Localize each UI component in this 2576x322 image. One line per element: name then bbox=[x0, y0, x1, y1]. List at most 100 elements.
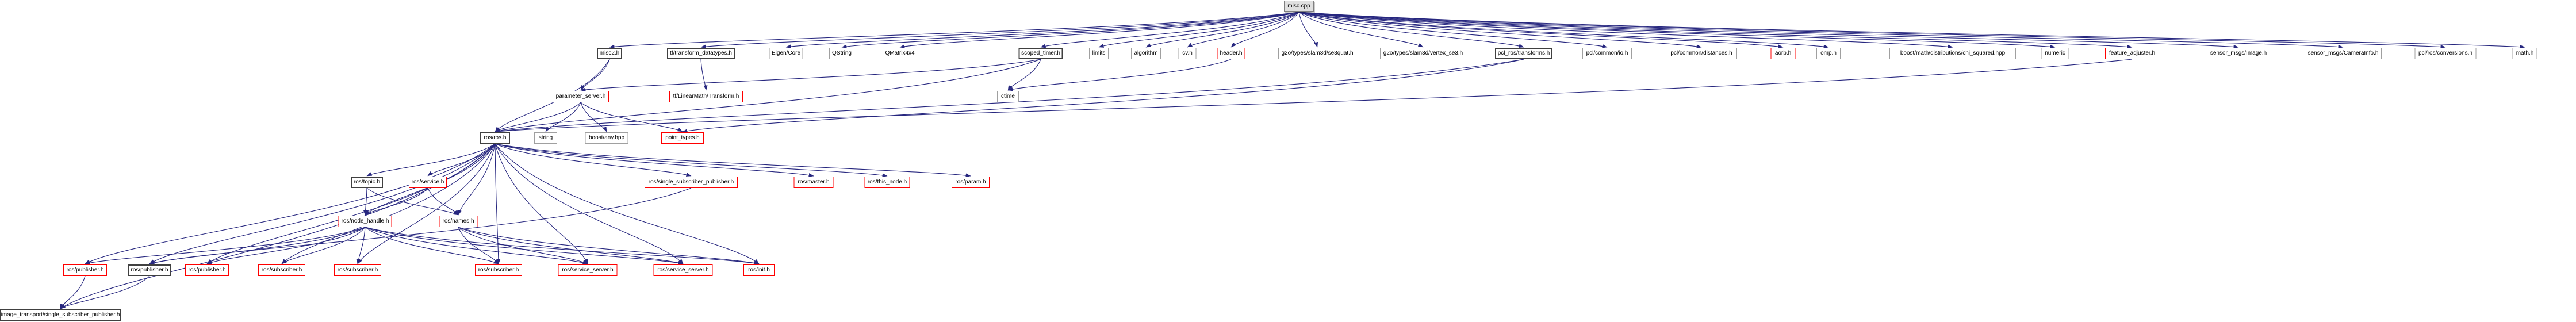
graph-node[interactable]: misc2.h bbox=[597, 48, 622, 59]
graph-edge bbox=[1298, 12, 1702, 49]
graph-edge bbox=[580, 102, 607, 132]
graph-node[interactable]: ros/publisher.h bbox=[185, 264, 229, 276]
graph-edge bbox=[545, 102, 581, 132]
graph-node[interactable]: ros/init.h bbox=[743, 264, 775, 276]
graph-node[interactable]: ros/node_handle.h bbox=[338, 216, 392, 227]
graph-node[interactable]: point_types.h bbox=[661, 132, 704, 144]
graph-node[interactable]: QMatrix4x4 bbox=[883, 48, 917, 59]
graph-edge bbox=[1040, 12, 1300, 48]
graph-edge bbox=[1298, 12, 1424, 48]
graph-edge bbox=[458, 227, 499, 264]
graph-node[interactable]: numeric bbox=[2041, 48, 2069, 59]
graph-edge bbox=[206, 227, 366, 264]
graph-edge bbox=[494, 143, 814, 177]
graph-node[interactable]: ros/subscriber.h bbox=[334, 264, 381, 276]
graph-edge bbox=[458, 227, 684, 264]
graph-node[interactable]: boost/math/distributions/chi_squared.hpp bbox=[1889, 48, 2016, 59]
graph-node[interactable]: pcl/common/distances.h bbox=[1666, 48, 1737, 59]
graph-node[interactable]: pcl/common/io.h bbox=[1582, 48, 1632, 59]
graph-edge bbox=[1298, 12, 1953, 49]
graph-node[interactable]: header.h bbox=[1217, 48, 1245, 59]
graph-edge bbox=[427, 143, 496, 177]
graph-edge bbox=[1298, 12, 1829, 49]
graph-edge bbox=[580, 59, 1041, 92]
graph-node[interactable]: boost/any.hpp bbox=[585, 132, 628, 144]
graph-node[interactable]: g2o/types/slam3d/se3quat.h bbox=[1278, 48, 1356, 59]
graph-node[interactable]: ros/this_node.h bbox=[864, 177, 910, 188]
graph-node[interactable]: ros/subscriber.h bbox=[475, 264, 522, 276]
graph-edge bbox=[494, 143, 588, 264]
graph-edge bbox=[1298, 12, 2525, 49]
graph-edge bbox=[1298, 12, 2446, 49]
graph-node[interactable]: ros/names.h bbox=[439, 216, 478, 227]
graph-node[interactable]: tf/transform_datatypes.h bbox=[667, 48, 735, 59]
graph-node[interactable]: string bbox=[534, 132, 557, 144]
graph-edge bbox=[494, 143, 501, 264]
graph-edge bbox=[494, 102, 581, 132]
graph-node[interactable]: scoped_timer.h bbox=[1018, 48, 1063, 59]
graph-edge bbox=[85, 143, 496, 264]
graph-node[interactable]: pcl/ros/conversions.h bbox=[2414, 48, 2477, 59]
graph-edge bbox=[366, 187, 459, 216]
graph-node[interactable]: ros/ros.h bbox=[480, 132, 510, 144]
graph-node[interactable]: sensor_msgs/CameraInfo.h bbox=[2305, 48, 2382, 59]
graph-edge bbox=[457, 143, 496, 216]
graph-node[interactable]: sensor_msgs/Image.h bbox=[2207, 48, 2270, 59]
graph-edge bbox=[494, 143, 684, 264]
graph-node[interactable]: parameter_server.h bbox=[553, 91, 609, 102]
graph-edge bbox=[427, 187, 459, 216]
graph-edge bbox=[85, 227, 366, 265]
graph-edge bbox=[494, 143, 971, 178]
graph-node[interactable]: ros/param.h bbox=[952, 177, 990, 188]
graph-edge bbox=[1298, 12, 1608, 48]
graph-node[interactable]: ros/single_subscriber_publisher.h bbox=[645, 177, 738, 188]
graph-node[interactable]: ros/service_server.h bbox=[653, 264, 713, 276]
graph-node[interactable]: ros/master.h bbox=[793, 177, 834, 188]
graph-node[interactable]: limits bbox=[1089, 48, 1109, 59]
graph-edge bbox=[494, 143, 888, 178]
graph-edge bbox=[206, 143, 496, 264]
graph-edge bbox=[580, 102, 683, 132]
graph-node[interactable]: ros/service.h bbox=[409, 177, 447, 188]
graph-edge bbox=[365, 227, 760, 266]
graph-node[interactable]: tf/LinearMath/Transform.h bbox=[669, 91, 743, 102]
graph-edge bbox=[149, 187, 692, 265]
graph-node[interactable]: omp.h bbox=[1816, 48, 1841, 59]
graph-edge bbox=[281, 227, 366, 264]
graph-node[interactable]: ros/subscriber.h bbox=[258, 264, 305, 276]
graph-edge bbox=[682, 59, 1524, 133]
graph-node[interactable]: g2o/types/slam3d/vertex_se3.h bbox=[1380, 48, 1466, 59]
graph-edge bbox=[365, 187, 428, 216]
graph-node[interactable]: image_transport/single_subscriber_publis… bbox=[0, 309, 121, 321]
graph-node[interactable]: pcl_ros/transforms.h bbox=[1495, 48, 1552, 59]
graph-node[interactable]: math.h bbox=[2512, 48, 2537, 59]
graph-node[interactable]: aorb.h bbox=[1770, 48, 1796, 59]
graph-node[interactable]: QString bbox=[829, 48, 854, 59]
graph-edge bbox=[357, 143, 496, 264]
graph-edge bbox=[366, 143, 496, 177]
graph-edge bbox=[700, 59, 708, 91]
graph-edge bbox=[356, 227, 366, 264]
graph-node[interactable]: misc.cpp bbox=[1284, 1, 1314, 12]
graph-edge bbox=[1298, 12, 1318, 48]
graph-node[interactable]: ros/service_server.h bbox=[558, 264, 618, 276]
graph-edge bbox=[149, 143, 496, 264]
graph-node[interactable]: Eigen/Core bbox=[769, 48, 803, 59]
graph-node[interactable]: ctime bbox=[997, 91, 1019, 102]
graph-edge bbox=[1298, 12, 2239, 49]
graph-edge bbox=[1145, 12, 1300, 48]
graph-node[interactable]: feature_adjuster.h bbox=[2105, 48, 2159, 59]
graph-edge bbox=[458, 227, 588, 264]
graph-edge bbox=[281, 143, 496, 264]
graph-node[interactable]: ros/topic.h bbox=[351, 177, 383, 188]
graph-node[interactable]: cv.h bbox=[1178, 48, 1197, 59]
graph-edge bbox=[458, 227, 760, 265]
graph-node[interactable]: ros/publisher.h bbox=[128, 264, 171, 276]
graph-edge bbox=[365, 227, 499, 264]
graph-node[interactable]: ros/publisher.h bbox=[63, 264, 107, 276]
graph-node[interactable]: algorithm bbox=[1131, 48, 1161, 59]
graph-edge bbox=[580, 59, 610, 91]
graph-edge bbox=[841, 12, 1300, 49]
graph-edge bbox=[363, 187, 367, 216]
